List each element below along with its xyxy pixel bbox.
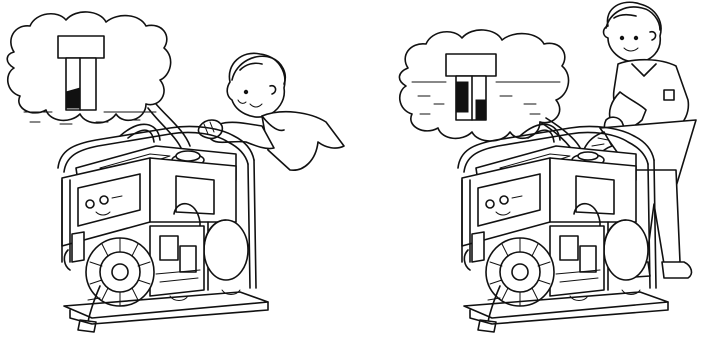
generator-right [458,124,668,332]
generator-left [58,124,268,332]
fuel-level-bubble-right [399,30,582,154]
panel-right [399,2,696,332]
panel-left [7,12,344,332]
